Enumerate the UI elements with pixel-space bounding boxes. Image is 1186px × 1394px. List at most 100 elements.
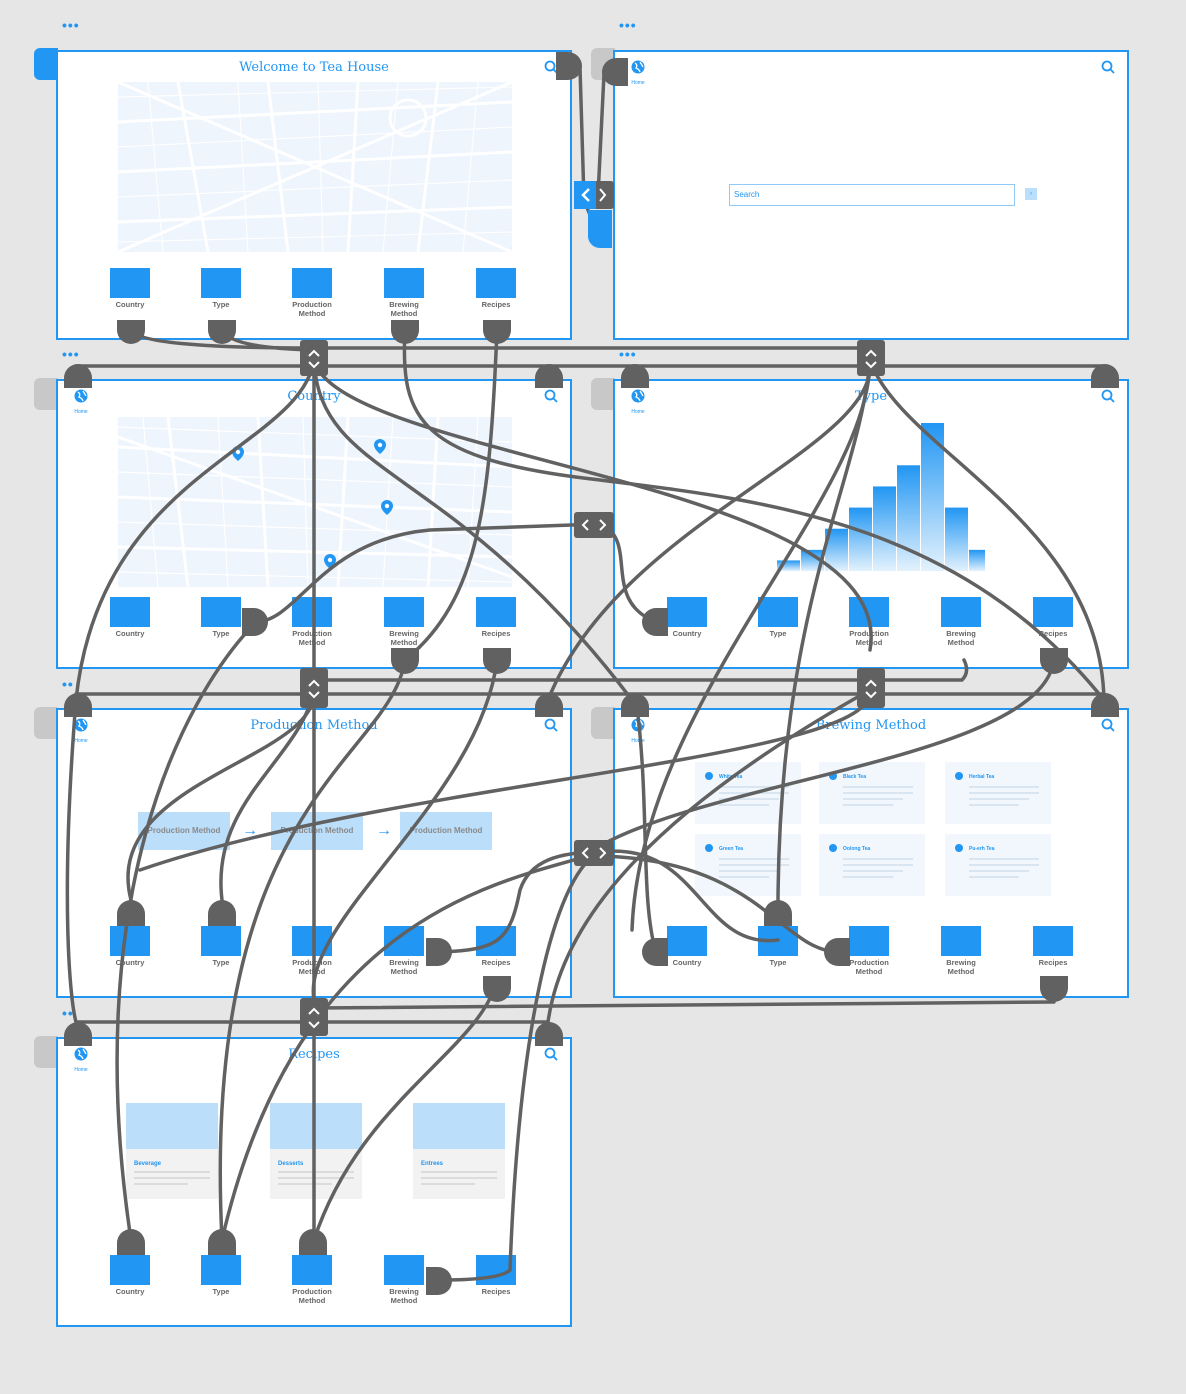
search-icon[interactable] [1101,389,1115,403]
map-pin-icon[interactable] [381,500,393,515]
search-icon[interactable] [544,389,558,403]
nav-button-production[interactable]: Production Method [292,1255,332,1305]
home-label: Home [631,80,645,86]
search-icon[interactable] [544,1047,558,1061]
home-button[interactable]: Home [70,718,92,744]
tea-card[interactable]: Green Tea [695,834,801,896]
nav-button-brewing[interactable]: Brewing Method [941,597,981,647]
tea-card[interactable]: Oolong Tea [819,834,925,896]
globe-icon [631,389,645,403]
nav-button-label: Country [115,629,145,638]
more-icon[interactable]: ••• [62,17,80,33]
nav-button-label: Type [212,629,230,638]
nav-button-thumb [384,926,424,956]
nav-button-thumb [476,268,516,298]
frame-tab[interactable] [34,1036,58,1068]
recipe-card[interactable]: Entrees [413,1103,505,1199]
nav-button-label: Type [769,629,787,638]
nav-button-country[interactable]: Country [110,597,150,638]
nav-button-type[interactable]: Type [758,597,798,638]
frame-tab[interactable] [34,707,58,739]
nav-button-thumb [384,597,424,627]
chart-bar [825,528,848,571]
more-icon[interactable]: •• [62,1005,74,1021]
nav-button-production[interactable]: Production Method [292,926,332,976]
bottom-nav: Country Type Production Method Brewing Meth… [110,597,526,657]
more-icon[interactable]: ••• [62,346,80,362]
nav-button-country[interactable]: Country [110,926,150,967]
nav-button-thumb [110,597,150,627]
nav-button-thumb [292,268,332,298]
frame-tab[interactable] [34,48,58,80]
nav-button-type[interactable]: Type [201,597,241,638]
flow-step: Production Method [400,812,492,850]
recipe-card[interactable]: Beverage [126,1103,218,1199]
home-button[interactable]: Home [627,389,649,415]
arrow-right-icon: → [242,822,258,839]
home-label: Home [74,1067,88,1073]
nav-button-production[interactable]: Production Method [292,268,332,318]
tea-card[interactable]: Pu-erh Tea [945,834,1051,896]
nav-button-label: Type [212,300,230,309]
nav-button-label: Country [115,1287,145,1296]
nav-button-label: Production Method [292,958,332,976]
search-submit-button[interactable]: › [1025,188,1037,200]
nav-button-country[interactable]: Country [110,1255,150,1296]
frame-tab[interactable] [591,707,615,739]
home-button[interactable]: Home [627,60,649,86]
home-button[interactable]: Home [70,1047,92,1073]
nav-button-type[interactable]: Type [201,1255,241,1296]
nav-button-recipes[interactable]: Recipes [476,268,516,309]
nav-button-label: Production Method [849,958,889,976]
recipe-card[interactable]: Desserts [270,1103,362,1199]
nav-button-recipes[interactable]: Recipes [1033,597,1073,638]
back-link[interactable] [574,181,596,209]
nav-button-label: Recipes [1038,958,1068,967]
chart-bar [945,507,968,571]
recipe-title: Desserts [278,1161,304,1167]
map-pin-icon[interactable] [374,439,386,454]
home-label: Home [74,738,88,744]
more-icon[interactable]: •• [62,676,74,692]
tea-card[interactable]: Herbal Tea [945,762,1051,824]
recipe-title: Beverage [134,1161,162,1167]
nav-button-country[interactable]: Country [110,268,150,309]
frame-tab[interactable] [34,378,58,410]
tea-icon [705,844,713,852]
arrow-right-icon: → [376,822,392,839]
nav-button-brewing[interactable]: Brewing Method [384,268,424,318]
nav-button-brewing[interactable]: Brewing Method [384,597,424,647]
frame-tab[interactable] [591,378,615,410]
recipe-title: Entrees [421,1161,444,1167]
nav-button-type[interactable]: Type [201,268,241,309]
nav-button-country[interactable]: Country [667,597,707,638]
nav-button-country[interactable]: Country [667,926,707,967]
nav-button-label: Country [672,629,702,638]
nav-button-brewing[interactable]: Brewing Method [941,926,981,976]
nav-button-production[interactable]: Production Method [849,926,889,976]
bottom-nav: Country Type Production Method Brewing Meth… [110,268,526,328]
home-label: Home [74,409,88,415]
nav-button-recipes[interactable]: Recipes [476,597,516,638]
nav-button-label: Brewing Method [946,958,976,976]
nav-button-type[interactable]: Type [201,926,241,967]
nav-button-brewing[interactable]: Brewing Method [384,1255,424,1305]
more-icon[interactable]: ••• [619,346,637,362]
search-input[interactable]: Search [729,184,1015,206]
search-icon[interactable] [1101,60,1115,74]
card-title: Oolong Tea [843,846,871,852]
search-icon[interactable] [1101,718,1115,732]
nav-button-production[interactable]: Production Method [292,597,332,647]
recipe-image [126,1103,218,1149]
nav-button-label: Country [115,300,145,309]
nav-button-thumb [667,597,707,627]
search-icon[interactable] [544,718,558,732]
chart-bar [849,507,872,571]
more-icon[interactable]: ••• [619,17,637,33]
nav-button-brewing[interactable]: Brewing Method [384,926,424,976]
nav-button-recipes[interactable]: Recipes [1033,926,1073,967]
home-button[interactable]: Home [70,389,92,415]
nav-button-thumb [1033,926,1073,956]
